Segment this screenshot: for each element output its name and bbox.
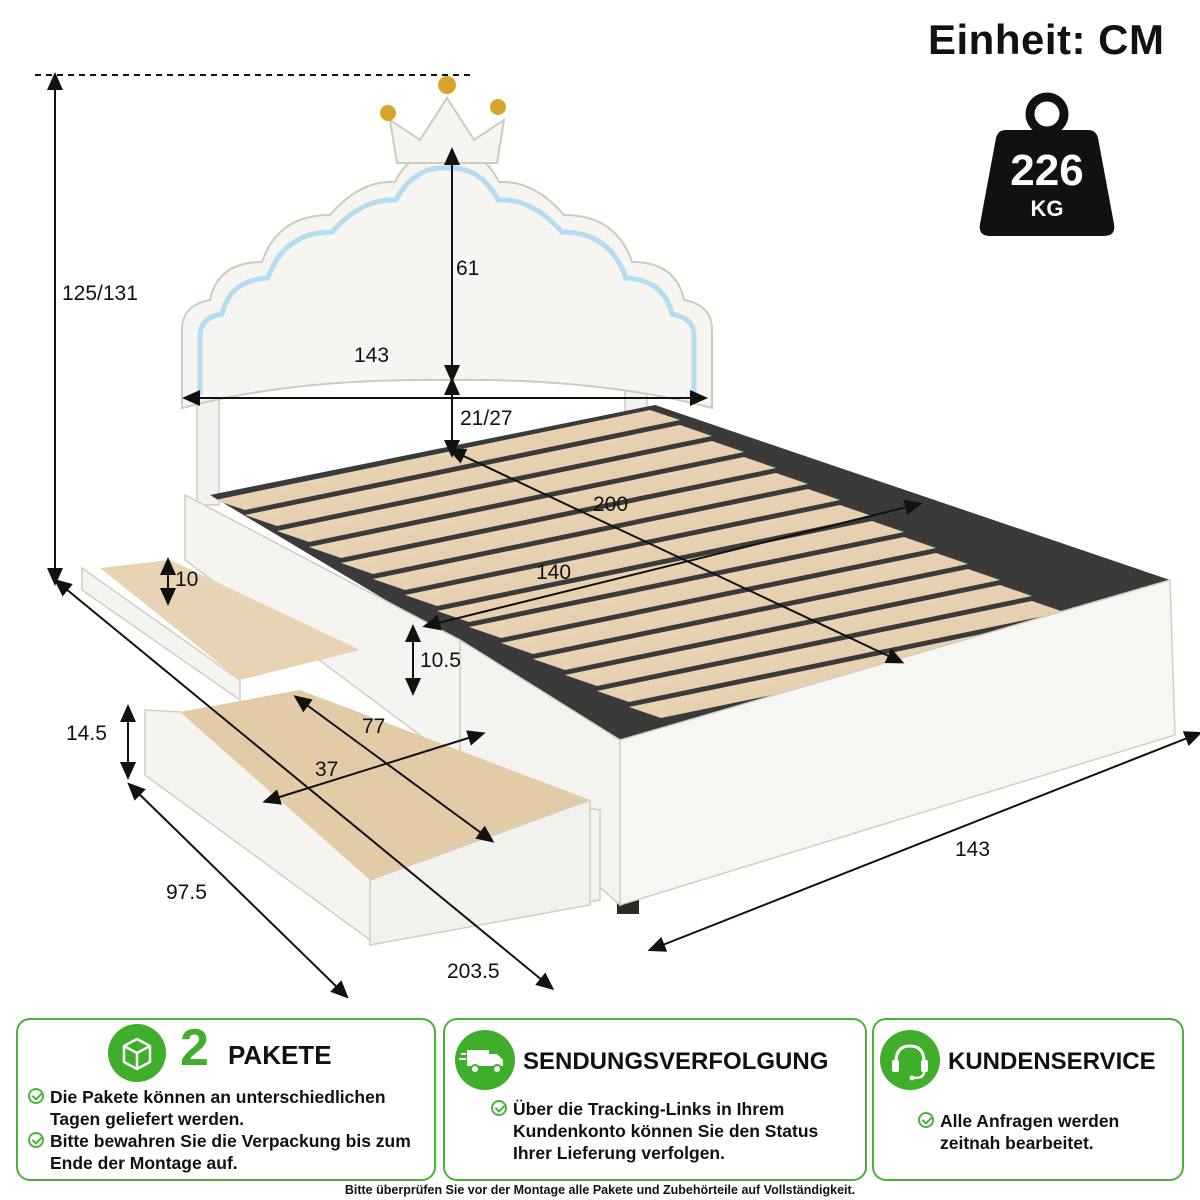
dim-total-height: 125/131 bbox=[62, 282, 138, 305]
weight-badge: 226 KG bbox=[978, 92, 1116, 238]
dim-drawer-inner-width: 37 bbox=[315, 758, 339, 781]
check-icon bbox=[28, 1088, 44, 1104]
dim-headboard-width: 143 bbox=[354, 344, 390, 367]
check-icon bbox=[918, 1112, 934, 1128]
unit-label: Einheit: CM bbox=[928, 16, 1165, 63]
dim-drawer-depth: 10 bbox=[175, 568, 199, 591]
check-icon bbox=[28, 1132, 44, 1148]
service-title: KUNDENSERVICE bbox=[948, 1048, 1156, 1075]
crown-ball bbox=[490, 99, 506, 115]
dim-frame-height: 10.5 bbox=[420, 649, 461, 672]
dim-inner-width: 140 bbox=[536, 561, 572, 584]
card-customer-service: KUNDENSERVICE Alle Anfragen werden zeitn… bbox=[872, 1018, 1184, 1181]
crown bbox=[388, 96, 506, 164]
packages-bullet: Bitte bewahren Sie die Verpackung bis zu… bbox=[28, 1130, 430, 1174]
dimension-lines bbox=[35, 72, 1200, 999]
dim-drawer-inner-length: 77 bbox=[362, 715, 386, 738]
box-icon bbox=[108, 1024, 166, 1082]
footer-note: Bitte überprüfen Sie vor der Montage all… bbox=[344, 1183, 856, 1197]
crown-ball bbox=[380, 105, 396, 121]
weight-unit: KG bbox=[1030, 196, 1064, 221]
card-packages: 2 PAKETE Die Pakete können an unterschie… bbox=[16, 1018, 436, 1181]
service-bullet: Alle Anfragen werden zeitnah bearbeitet. bbox=[918, 1110, 1170, 1154]
headboard-post bbox=[196, 394, 220, 506]
headset-icon bbox=[880, 1030, 940, 1090]
packages-count: 2 bbox=[180, 1019, 209, 1077]
dim-length: 200 bbox=[593, 493, 629, 516]
card-tracking: SENDUNGSVERFOLGUNG Über die Tracking-Lin… bbox=[443, 1018, 867, 1181]
dim-total-length: 203.5 bbox=[447, 960, 500, 983]
bed-illustration bbox=[35, 72, 1200, 999]
tracking-title: SENDUNGSVERFOLGUNG bbox=[523, 1048, 829, 1075]
packages-title: PAKETE bbox=[228, 1040, 332, 1070]
truck-icon bbox=[455, 1030, 515, 1090]
check-icon bbox=[491, 1100, 507, 1116]
dim-drawer-length: 97.5 bbox=[166, 881, 207, 904]
packages-bullet: Die Pakete können an unterschiedlichen T… bbox=[28, 1086, 430, 1130]
tracking-bullet: Über die Tracking-Links in Ihrem Kundenk… bbox=[491, 1098, 833, 1164]
weight-value: 226 bbox=[1010, 146, 1084, 195]
dim-total-width: 143 bbox=[955, 838, 991, 861]
dim-drawer-height: 14.5 bbox=[66, 722, 107, 745]
weight-icon bbox=[979, 92, 1115, 236]
crown-ball bbox=[438, 76, 456, 94]
dim-headboard-height: 61 bbox=[456, 257, 480, 280]
dim-leg-clearance: 21/27 bbox=[460, 407, 513, 430]
